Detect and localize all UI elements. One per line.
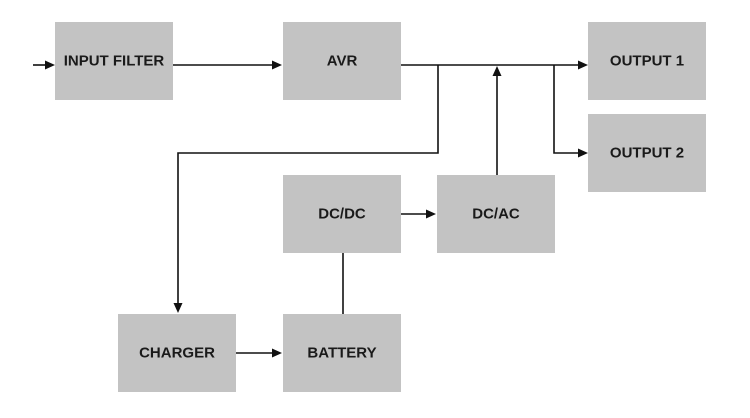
output-2-block: OUTPUT 2 <box>588 114 706 192</box>
output-2-label: OUTPUT 2 <box>610 145 684 162</box>
battery-block: BATTERY <box>283 314 401 392</box>
dcdc-block: DC/DC <box>283 175 401 253</box>
avr-to-charger-arrow <box>173 65 439 313</box>
dcdc-to-dcac-arrow <box>401 209 436 219</box>
input-filter-label: INPUT FILTER <box>64 53 165 70</box>
charger-to-battery-arrow <box>236 348 282 358</box>
charger-label: CHARGER <box>139 345 215 362</box>
charger-block: CHARGER <box>118 314 236 392</box>
dcac-label: DC/AC <box>472 206 520 223</box>
dcac-block: DC/AC <box>437 175 555 253</box>
filter-to-avr-arrow <box>173 60 282 70</box>
avr-block: AVR <box>283 22 401 100</box>
dcdc-label: DC/DC <box>318 206 366 223</box>
output-1-block: OUTPUT 1 <box>588 22 706 100</box>
avr-label: AVR <box>327 53 358 70</box>
input-arrow <box>33 60 55 70</box>
output-2-branch-arrow <box>553 65 588 158</box>
avr-to-output-1-arrow <box>401 60 588 70</box>
battery-label: BATTERY <box>307 345 376 362</box>
output-1-label: OUTPUT 1 <box>610 53 684 70</box>
dcac-to-output-arrow <box>492 66 502 175</box>
input-filter-block: INPUT FILTER <box>55 22 173 100</box>
